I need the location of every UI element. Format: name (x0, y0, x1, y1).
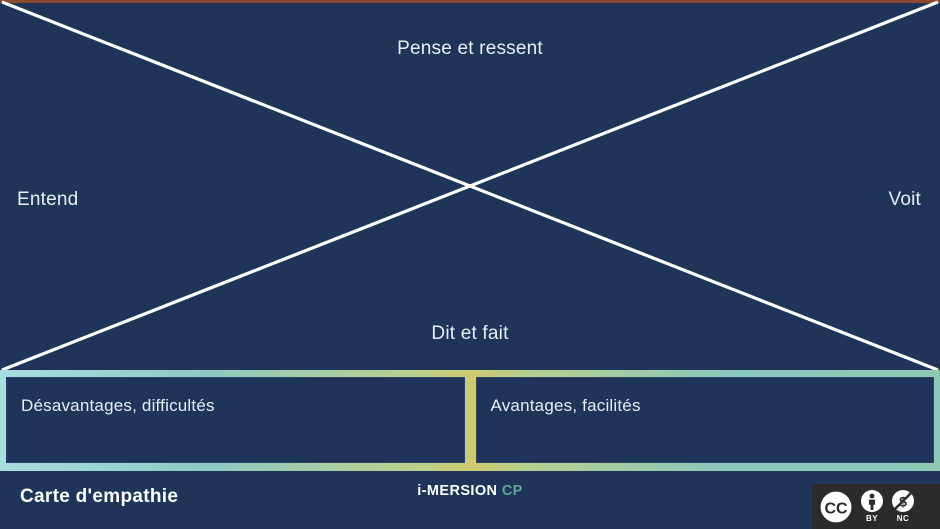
brand-name-sub: CP (501, 483, 523, 499)
empathy-map-quadrant-divider (1, 0, 939, 372)
brand-name-main: i-MERSION (417, 483, 498, 499)
page-title: Carte d'empathie (20, 486, 179, 507)
quadrant-label-think: Pense et ressent (397, 38, 543, 59)
quadrant-label-see: Voit (888, 189, 921, 210)
creative-commons-icon: CC (818, 489, 854, 525)
pains-box-label: Désavantages, difficultés (21, 396, 215, 415)
top-accent-rule (0, 0, 940, 3)
pains-gains-container: Désavantages, difficultés Avantages, fac… (0, 370, 940, 471)
cc-term-by: BY (859, 489, 885, 524)
person-icon (861, 490, 883, 512)
gains-box[interactable]: Avantages, facilités (475, 377, 934, 463)
slide-footer: Carte d'empathie i-MERSION CP (0, 471, 940, 529)
no-money-icon: $ (892, 490, 914, 512)
gains-box-label: Avantages, facilités (490, 396, 641, 415)
cc-term-nc-caption: NC (896, 514, 910, 523)
quadrant-label-say: Dit et fait (431, 323, 509, 344)
x-divider-icon (1, 0, 939, 372)
cc-term-nc: $ NC (890, 489, 916, 524)
quadrant-label-hear: Entend (17, 189, 79, 210)
svg-text:CC: CC (824, 501, 848, 518)
pains-box[interactable]: Désavantages, difficultés (6, 377, 465, 463)
cc-term-by-caption: BY (865, 514, 879, 523)
creative-commons-badge[interactable]: CC BY $ NC (812, 484, 940, 529)
brand-logo: i-MERSION CP (0, 483, 940, 499)
